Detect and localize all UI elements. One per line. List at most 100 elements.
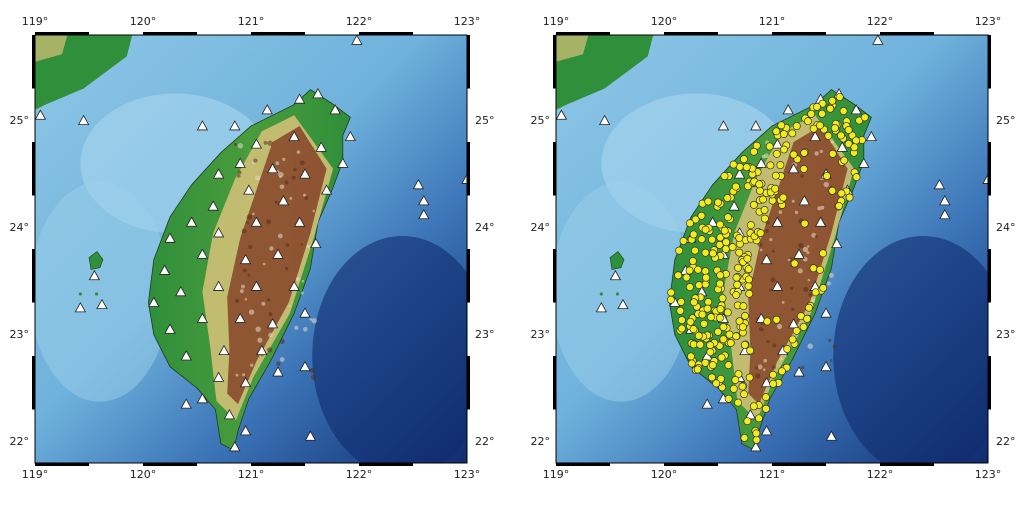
frame-bar-6 <box>359 32 413 35</box>
site-circle-282 <box>688 257 697 265</box>
site-circle-311 <box>708 249 717 258</box>
site-circle-246 <box>752 435 761 444</box>
site-circle-318 <box>693 365 702 374</box>
frame-bar-8 <box>553 35 556 89</box>
site-circle-228 <box>732 332 741 341</box>
station-triangle-45 <box>239 376 252 388</box>
site-circle-308 <box>708 235 717 244</box>
site-circle-70 <box>675 246 684 255</box>
station-triangle-37 <box>266 318 279 329</box>
frame-bar-0 <box>35 32 89 35</box>
site-circle-138 <box>860 113 869 122</box>
site-circle-291 <box>763 317 772 326</box>
site-circle-253 <box>744 265 753 274</box>
lon-label-bottom-3: 122° <box>866 468 894 481</box>
site-circle-317 <box>840 156 849 165</box>
station-triangle-25 <box>771 216 784 227</box>
site-circle-272 <box>790 259 799 268</box>
station-triangle-10 <box>836 141 848 152</box>
site-circle-300 <box>828 186 837 195</box>
site-circle-216 <box>772 127 781 136</box>
station-triangle-57 <box>609 269 622 281</box>
station-triangle-2 <box>598 114 611 125</box>
site-circle-168 <box>728 243 737 252</box>
station-triangle-22 <box>185 216 198 227</box>
site-circle-212 <box>741 311 750 320</box>
station-triangle-58 <box>74 302 87 313</box>
site-circle-270 <box>729 384 738 393</box>
frame-bar-4 <box>772 32 826 35</box>
site-circle-303 <box>714 198 723 207</box>
site-circle-202 <box>818 109 826 118</box>
station-triangle-14 <box>733 168 746 179</box>
station-triangle-5 <box>782 104 794 115</box>
site-circle-169 <box>828 149 837 158</box>
site-circle-259 <box>799 165 808 173</box>
site-circle-262 <box>716 271 725 280</box>
station-triangle-3 <box>717 120 730 131</box>
site-circle-209 <box>746 221 755 230</box>
station-triangle-26 <box>814 216 827 227</box>
site-circle-290 <box>765 142 774 151</box>
site-circle-24 <box>733 280 742 289</box>
site-circle-280 <box>732 273 741 282</box>
site-circle-152 <box>689 298 698 307</box>
frame-bar-0 <box>556 32 610 35</box>
station-triangle-42 <box>218 344 230 356</box>
frame-bar-4 <box>251 32 305 35</box>
station-triangle-39 <box>196 312 209 323</box>
site-circle-304 <box>743 254 752 263</box>
station-triangle-58 <box>595 302 608 313</box>
lon-label-top-4: 123° <box>974 15 1002 28</box>
lat-label-left-1: 23° <box>9 327 30 341</box>
site-circle-180 <box>771 171 780 180</box>
station-triangle-2 <box>77 114 90 125</box>
station-triangle-20 <box>243 184 255 195</box>
site-circle-78 <box>691 246 699 255</box>
site-circle-240 <box>712 379 721 388</box>
station-triangle-9 <box>865 130 878 142</box>
site-circle-198 <box>788 335 797 344</box>
site-circle-63 <box>769 370 778 379</box>
frame-bar-10 <box>32 142 35 196</box>
site-circle-124 <box>839 107 848 115</box>
station-triangle-53 <box>412 178 425 190</box>
site-circle-250 <box>708 361 717 370</box>
site-circle-269 <box>789 150 798 159</box>
lat-label-left-3: 25° <box>9 113 30 127</box>
site-circle-48 <box>745 289 754 298</box>
lon-label-top-0: 119° <box>542 15 570 28</box>
site-circle-142 <box>812 102 821 111</box>
site-circle-281 <box>822 171 831 180</box>
station-triangle-4 <box>229 120 241 131</box>
site-circle-293 <box>761 393 770 402</box>
lat-label-right-2: 24° <box>996 220 1016 234</box>
site-circle-265 <box>694 331 703 340</box>
site-circle-306 <box>724 394 733 403</box>
site-circle-266 <box>762 404 770 413</box>
station-triangle-44 <box>272 366 284 377</box>
station-triangle-56 <box>982 173 988 184</box>
site-circle-235 <box>740 340 749 349</box>
site-circle-207 <box>691 215 700 224</box>
station-triangle-44 <box>793 366 805 377</box>
site-circle-107 <box>792 326 801 335</box>
station-triangle-55 <box>418 208 430 220</box>
site-circle-275 <box>769 379 778 388</box>
station-triangle-25 <box>250 216 263 227</box>
site-circle-326 <box>701 225 710 234</box>
lon-label-top-3: 122° <box>866 15 894 28</box>
site-circle-182 <box>723 194 732 202</box>
station-triangle-31 <box>158 264 171 275</box>
station-triangle-21 <box>728 200 740 211</box>
station-triangle-8 <box>850 104 862 115</box>
site-circle-98 <box>689 325 698 334</box>
site-circle-319 <box>735 233 744 242</box>
site-circle-230 <box>811 288 820 297</box>
site-circle-305 <box>852 173 861 182</box>
site-circle-60 <box>819 283 828 292</box>
lat-label-left-0: 22° <box>530 434 551 448</box>
site-circle-324 <box>739 155 748 164</box>
station-triangle-13 <box>234 157 246 168</box>
site-circle-41 <box>667 288 676 297</box>
